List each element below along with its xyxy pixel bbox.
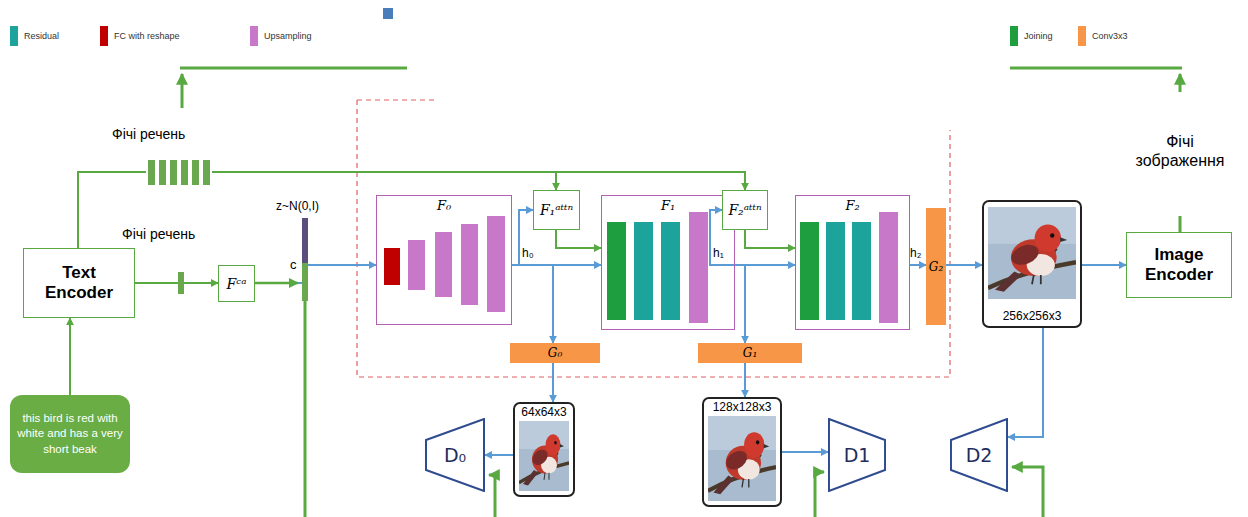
condition-vector xyxy=(302,263,308,301)
word-features xyxy=(146,159,212,186)
node-text: F₁ xyxy=(659,198,677,213)
discriminator-shape xyxy=(829,419,885,491)
encoder-box: Image Encoder xyxy=(1126,232,1232,298)
node-text: this bird is red with white and has a ve… xyxy=(14,411,126,458)
flow-arrow xyxy=(946,264,982,266)
flow-arrow xyxy=(745,230,795,248)
attention-box: F₂ᵃᵗᵗⁿ xyxy=(722,190,768,230)
legend-swatch xyxy=(250,26,258,46)
legend-item: Conv3x3 xyxy=(1078,26,1128,46)
image-output: 64x64x3 xyxy=(513,402,575,497)
flow-arrow xyxy=(69,318,71,395)
node-text: F₂ xyxy=(843,198,861,213)
condition-wire xyxy=(305,300,1043,517)
legend-item: Residual xyxy=(10,26,59,46)
conditioning-box: Fᶜᵃ xyxy=(218,265,255,302)
node-text: G₂ xyxy=(929,260,943,274)
flow-arrow xyxy=(782,451,828,453)
node-text: Image Encoder xyxy=(1145,245,1213,286)
attention-box: F₁ᵃᵗᵗⁿ xyxy=(533,190,580,230)
discriminator: D1 xyxy=(828,418,886,492)
legend-swatch xyxy=(1010,26,1018,46)
node-text: 256x256x3 xyxy=(1001,309,1064,323)
legend-item: Upsampling xyxy=(250,26,312,46)
annotation-label: h₀ xyxy=(522,246,534,260)
flow-arrow xyxy=(735,265,745,343)
generator-stage: F₀ xyxy=(376,195,512,325)
node-text: Text Encoder xyxy=(45,263,113,304)
encoder-box: Text Encoder xyxy=(23,248,135,318)
layer-blocks xyxy=(384,212,898,323)
node-text: 64x64x3 xyxy=(519,405,568,419)
node-text: Fᶜᵃ xyxy=(227,276,247,292)
discriminator: D2 xyxy=(950,418,1008,492)
node-text: D2 xyxy=(966,444,993,466)
annotation-label: Фічі зображення xyxy=(1130,132,1230,170)
bird-image xyxy=(519,421,569,491)
sentence-feature xyxy=(178,272,184,294)
annotation-label: c xyxy=(290,257,297,273)
discriminator: D₀ xyxy=(425,418,485,492)
node-text: F₁ᵃᵗᵗⁿ xyxy=(540,202,573,218)
image-output: 256x256x3 xyxy=(982,200,1082,328)
noise-vector xyxy=(302,218,308,263)
generator-stage: F₂ xyxy=(795,195,910,330)
conv-block: G₁ xyxy=(698,343,802,363)
bird-image xyxy=(708,416,776,501)
legend-text: FC with reshape xyxy=(114,31,180,41)
discriminator-shape xyxy=(426,419,484,491)
flow-arrow xyxy=(910,264,926,266)
flow-arrow xyxy=(552,363,554,402)
node-text: 128x128x3 xyxy=(711,400,774,414)
legend-text: Upsampling xyxy=(264,31,312,41)
flow-arrow xyxy=(512,210,533,265)
discriminator-shape xyxy=(951,419,1007,491)
legend-mark xyxy=(383,8,393,19)
annotation-label: z~N(0,I) xyxy=(276,199,319,213)
annotation-label: Фічі речень xyxy=(112,126,185,143)
legend-item: Joining xyxy=(1010,26,1053,46)
flow-arrow xyxy=(1008,328,1043,437)
flow-arrow xyxy=(485,454,513,456)
node-text: F₀ xyxy=(435,198,453,213)
legend-text: Joining xyxy=(1024,31,1053,41)
generator-stage: F₁ xyxy=(601,195,735,330)
legend-swatch xyxy=(1078,26,1086,46)
node-text: D1 xyxy=(844,444,871,466)
legend-swatch xyxy=(10,26,18,46)
legend-text: Residual xyxy=(24,31,59,41)
image-output: 128x128x3 xyxy=(702,397,782,507)
conv-block: G₂ xyxy=(926,208,946,325)
annotation-label: h₁ xyxy=(713,246,724,260)
conv-block: G₀ xyxy=(510,343,600,363)
flow-arrow xyxy=(255,265,376,283)
input-sentence: this bird is red with white and has a ve… xyxy=(10,395,130,473)
legend-swatch xyxy=(100,26,108,46)
node-text: F₂ᵃᵗᵗⁿ xyxy=(728,202,761,218)
flow-arrow xyxy=(1082,264,1126,266)
flow-arrow xyxy=(135,282,218,284)
node-text: G₀ xyxy=(548,346,562,360)
region-border xyxy=(357,100,950,377)
node-text: D₀ xyxy=(444,444,466,466)
legend-text: Conv3x3 xyxy=(1092,31,1128,41)
legend-item: FC with reshape xyxy=(100,26,180,46)
flow-arrow xyxy=(556,230,601,248)
annotation-label: Фічі речень xyxy=(122,226,195,243)
condition-arrow xyxy=(255,282,298,285)
flow-arrow xyxy=(512,265,553,343)
node-text: G₁ xyxy=(743,346,757,360)
flow-arrow xyxy=(744,363,746,397)
bird-image xyxy=(988,207,1076,299)
annotation-label: h₂ xyxy=(910,246,921,260)
